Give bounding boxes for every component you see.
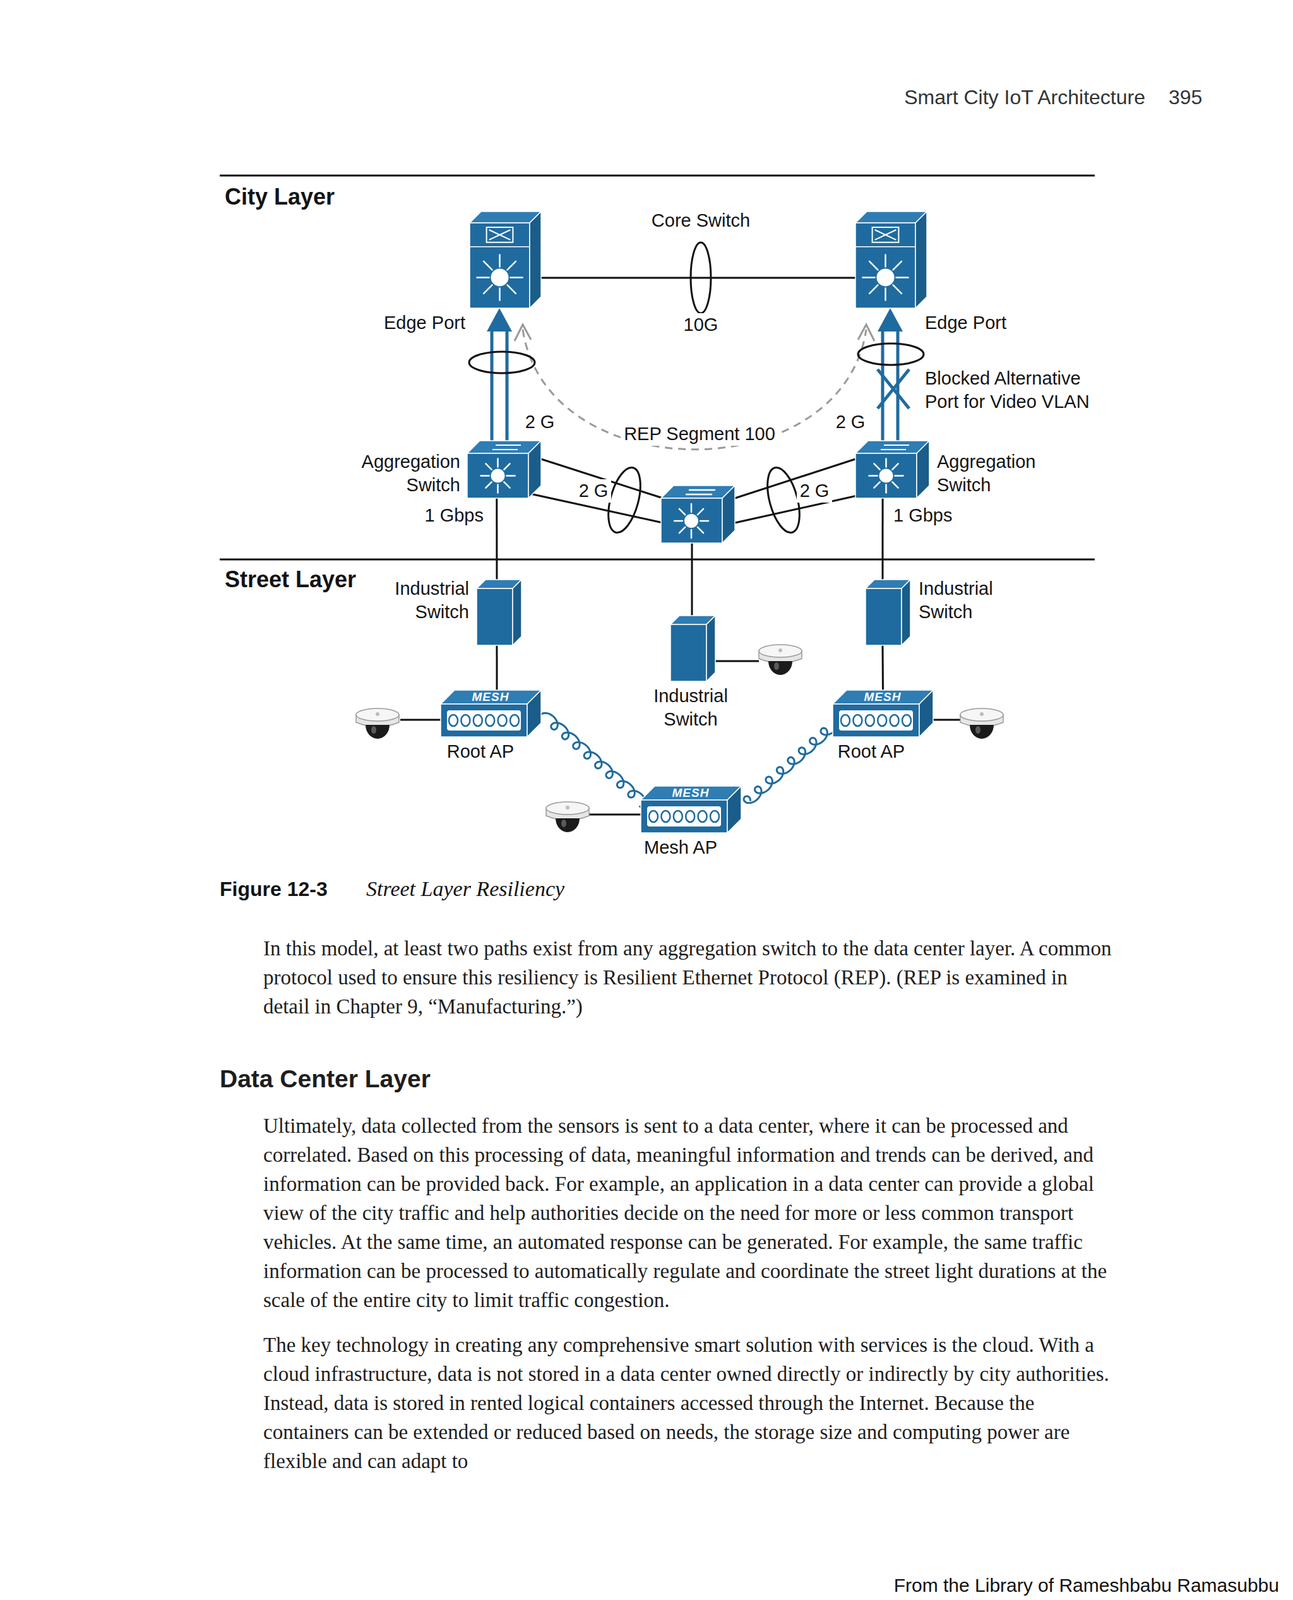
wired-link (495, 498, 498, 580)
device-label: Industrial Switch (394, 577, 470, 624)
root-access-point: MESHRoot AP (440, 690, 542, 737)
network-link (743, 718, 839, 804)
aggregation-switch: Aggregation Switch (467, 440, 542, 499)
device-icon (670, 615, 716, 682)
ip-camera (356, 708, 400, 739)
device-label: Industrial Switch (918, 577, 994, 624)
rep-segment-arc (522, 329, 867, 450)
layer-title: Street Layer (224, 565, 357, 594)
camera-link (715, 660, 759, 663)
layer-rule (219, 174, 1095, 177)
brand-mark: MESH (672, 786, 710, 800)
industrial-switch: Industrial Switch (476, 579, 522, 646)
network-link (486, 308, 513, 441)
device-icon (467, 440, 542, 499)
brand-mark: MESH (864, 690, 902, 704)
layer-rule (219, 558, 1095, 561)
network-link (496, 645, 497, 691)
device-label: Core Switch (651, 208, 751, 233)
section-heading: Data Center Layer (219, 1064, 1123, 1093)
device-label: Root AP (446, 739, 514, 764)
device-label: Edge Port (924, 311, 1007, 335)
mesh-access-point: MESHMesh AP (640, 786, 742, 833)
body-paragraph: In this model, at least two paths exist … (263, 933, 1117, 1021)
device-label: Industrial Switch (653, 684, 728, 732)
body-paragraph: The key technology in creating any compr… (263, 1330, 1117, 1476)
device-label: Root AP (837, 739, 905, 764)
wired-link (881, 645, 884, 691)
link-speed: 10G (680, 313, 722, 337)
uplink-line (505, 331, 509, 441)
ip-camera (546, 801, 590, 833)
wired-link (541, 276, 856, 279)
device-label: Aggregation Switch (936, 450, 1036, 497)
blocked-port-cross (877, 369, 910, 409)
ip-camera (960, 708, 1004, 739)
blocked-port-cross (877, 369, 910, 409)
uplink-line (490, 331, 494, 441)
wired-link (495, 645, 498, 691)
device-label: Aggregation Switch (361, 450, 461, 497)
wired-link (881, 498, 884, 580)
aggregation-switch: Aggregation Switch (855, 440, 930, 499)
etherchannel-ring (469, 351, 535, 374)
brand-mark: MESH (472, 690, 510, 704)
segment-label: REP Segment 100 (620, 422, 779, 446)
industrial-switch: Industrial Switch (670, 615, 716, 682)
camera-link (400, 719, 441, 721)
core-switch: Edge Port (469, 211, 542, 309)
access-link (691, 542, 694, 616)
figure-number: Figure 12-3 (219, 875, 328, 903)
callout-note: Blocked Alternative Port for Video VLAN (924, 366, 1105, 414)
rep-arrowhead (514, 324, 531, 341)
figure-caption: Street Layer Resiliency (366, 875, 565, 903)
watermark: From the Library of Rameshbabu Ramasubbu (893, 1573, 1280, 1597)
link-speed: 1 Gbps (890, 503, 956, 528)
root-access-point: MESHRoot AP (832, 690, 934, 737)
uplink-line (895, 331, 900, 441)
body-text: In this model, at least two paths exist … (219, 933, 1123, 1492)
link-speed: 2 G (522, 410, 559, 434)
device-icon (855, 440, 930, 499)
arrow-head (877, 308, 903, 332)
link-speed: 2 G (832, 410, 869, 434)
network-link (881, 498, 883, 580)
device-icon (855, 211, 927, 309)
link-speed: 2 G (575, 479, 612, 503)
network-link (496, 498, 497, 580)
wireless-link (539, 712, 646, 807)
industrial-switch: Industrial Switch (865, 579, 911, 646)
etherchannel-ring (858, 343, 924, 365)
aggregation-switch-icon (661, 485, 735, 543)
etherchannel-ring (690, 242, 711, 314)
core-switch: Edge Port (855, 211, 927, 309)
network-link (541, 277, 856, 278)
network-link (539, 712, 646, 807)
body-paragraph: Ultimately, data collected from the sens… (263, 1111, 1117, 1315)
link-speed: 2 G (796, 479, 833, 503)
running-header: Smart City IoT Architecture (904, 85, 1146, 110)
camera-link (589, 813, 641, 816)
rep-arrowhead (858, 324, 875, 341)
arrow-head (486, 308, 513, 332)
device-icon (469, 211, 542, 309)
network-link (881, 645, 884, 691)
device-label: Mesh AP (643, 835, 718, 860)
trunk-link (734, 458, 856, 499)
device-icon (865, 579, 911, 646)
uplink-line (880, 331, 884, 441)
ip-camera (758, 644, 802, 675)
layer-title: City Layer (224, 183, 335, 211)
link-speed: 1 Gbps (421, 503, 488, 528)
device-label: Edge Port (383, 311, 466, 335)
network-link (877, 308, 903, 441)
wireless-link (743, 718, 839, 804)
page-number: 395 (1168, 85, 1203, 110)
device-icon (476, 579, 522, 646)
camera-link (932, 719, 961, 721)
